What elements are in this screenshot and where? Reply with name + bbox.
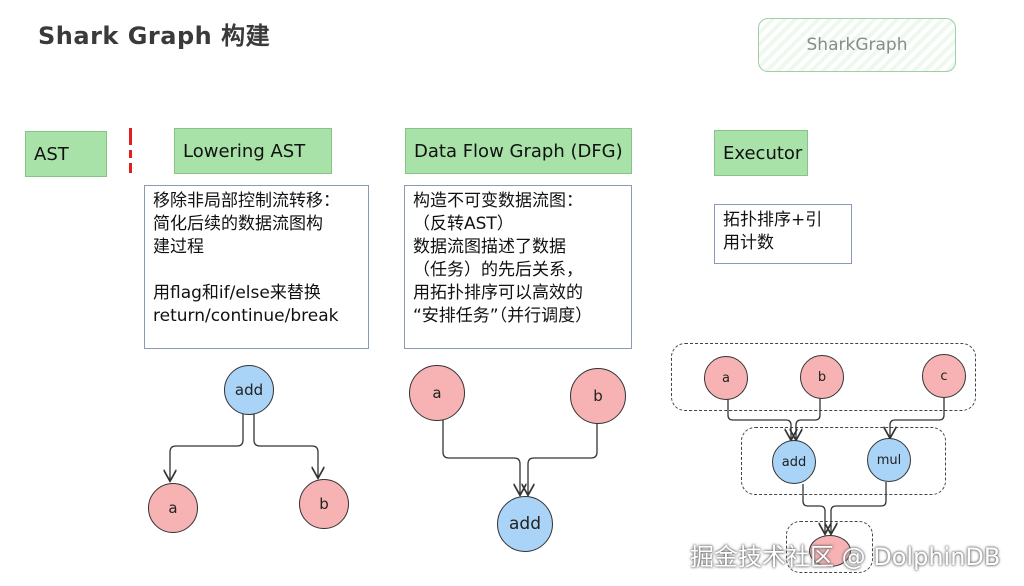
- stage-executor: Executor: [714, 130, 808, 176]
- edge-dfg-b-to-add: [528, 422, 598, 494]
- node-dfg-add: add: [497, 496, 553, 552]
- node-exec-c: c: [922, 354, 966, 398]
- node-exec-add: add: [772, 440, 816, 484]
- stage-lowering-ast: Lowering AST: [174, 128, 332, 174]
- edge-add-to-b: [253, 414, 318, 477]
- node-exec-output: [809, 535, 851, 567]
- stage-data-flow-graph: Data Flow Graph (DFG): [405, 128, 632, 174]
- node-exec-b: b: [800, 355, 844, 399]
- node-dfg-b: b: [570, 368, 626, 424]
- executor-op-group: [741, 427, 946, 495]
- dfg-description: 构造不可变数据流图： （反转AST） 数据流图描述了数据 （任务）的先后关系， …: [404, 185, 632, 349]
- edge-exec-b-to-add: [796, 398, 821, 439]
- watermark: 掘金技术社区 @ DolphinDB: [690, 543, 1001, 571]
- edge-add-to-a: [170, 414, 244, 480]
- node-lowering-a: a: [148, 483, 198, 533]
- node-exec-mul: mul: [867, 438, 911, 482]
- node-lowering-b: b: [299, 479, 349, 529]
- stage-separator: [129, 128, 133, 174]
- edge-exec-add-to-out: [802, 484, 825, 533]
- node-lowering-add: add: [224, 365, 274, 415]
- edge-exec-mul-to-out: [831, 482, 887, 533]
- executor-description: 拓扑排序+引 用计数: [714, 204, 852, 264]
- node-dfg-a: a: [409, 365, 465, 421]
- stage-ast: AST: [25, 131, 107, 177]
- edge-exec-a-to-add: [727, 398, 791, 439]
- executor-input-group: [671, 343, 976, 411]
- executor-output-group: [786, 521, 873, 573]
- lowering-description: 移除非局部控制流转移： 简化后续的数据流图构 建过程 用flag和if/else…: [144, 185, 369, 349]
- edge-dfg-a-to-add: [442, 420, 520, 494]
- node-exec-a: a: [704, 356, 748, 400]
- sharkgraph-logo: SharkGraph: [758, 18, 956, 72]
- edge-exec-c-to-mul: [890, 396, 945, 437]
- page-title: Shark Graph 构建: [38, 22, 271, 50]
